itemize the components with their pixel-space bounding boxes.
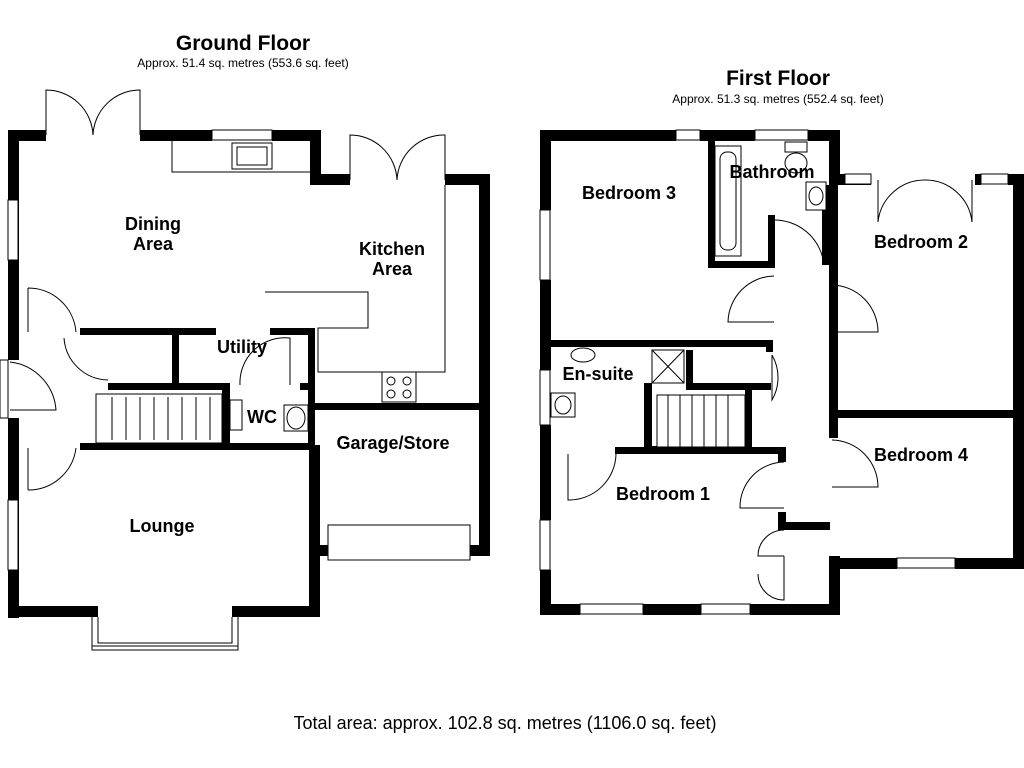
ground-floor-plan: Ground Floor Approx. 51.4 sq. metres (55… [0,32,490,651]
ground-floor-fixtures [95,141,471,561]
ground-floor-room-labels: Dining Area Kitchen Area Utility WC Gara… [125,214,450,536]
room-label-kitchen: Kitchen [359,239,425,259]
ground-floor-title: Ground Floor [176,32,310,55]
room-label-bedroom-3: Bedroom 3 [582,183,676,203]
room-label-utility: Utility [217,337,267,357]
first-floor-area: Approx. 51.3 sq. metres (552.4 sq. feet) [672,92,883,106]
first-floor-windows [539,129,1009,615]
total-area: Total area: approx. 102.8 sq. metres (11… [294,713,717,733]
first-floor-doors [567,179,973,601]
room-label-garage: Garage/Store [336,433,449,453]
ground-floor-doors [9,89,446,491]
room-label-lounge: Lounge [130,516,195,536]
ground-floor-area: Approx. 51.4 sq. metres (553.6 sq. feet) [137,56,348,70]
first-floor-walls [540,130,1024,615]
room-label-kitchen-area: Area [372,259,413,279]
first-floor-fixtures [550,141,827,448]
first-floor-plan: First Floor Approx. 51.3 sq. metres (552… [539,67,1024,615]
room-label-dining-area: Area [133,234,174,254]
first-floor-title: First Floor [726,67,830,90]
room-label-bedroom-4: Bedroom 4 [874,445,968,465]
room-label-dining: Dining [125,214,181,234]
room-label-ensuite: En-suite [562,364,633,384]
room-label-bedroom-2: Bedroom 2 [874,232,968,252]
room-label-bedroom-1: Bedroom 1 [616,484,710,504]
ground-floor-windows [0,129,273,651]
first-floor-room-labels: Bedroom 3 Bathroom Bedroom 2 En-suite Be… [562,162,968,504]
room-label-wc: WC [247,407,277,427]
room-label-bathroom: Bathroom [730,162,815,182]
